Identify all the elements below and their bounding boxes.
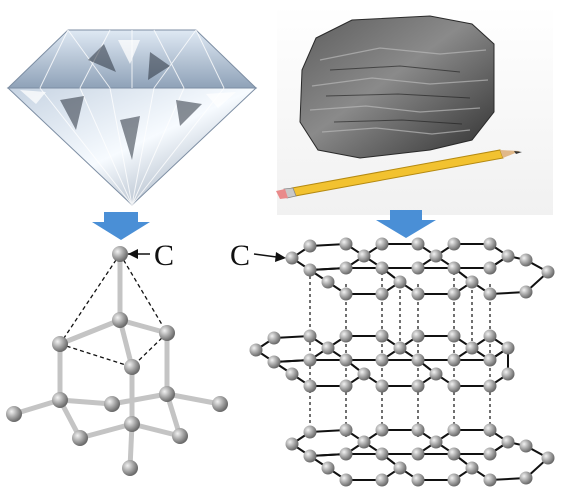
graphite-lattice: C: [230, 237, 555, 487]
graphite-arrow: [376, 210, 436, 238]
graphene-layer-bottom: [285, 423, 555, 487]
carbon-atom: [6, 406, 22, 422]
carbon-atom: [172, 428, 188, 444]
diamond-photo: [0, 0, 262, 215]
carbon-atom: [72, 430, 88, 446]
graphite-rock: [299, 15, 495, 159]
carbon-atom: [112, 312, 128, 328]
pencil: [276, 149, 522, 199]
diamond-atoms: [6, 246, 228, 476]
diamond-lattice: C: [6, 239, 228, 476]
carbon-atom: [52, 336, 68, 352]
diamond-arrow: [92, 212, 150, 240]
carbon-atom: [112, 246, 128, 262]
graphite-carbon-label: C: [230, 239, 250, 272]
graphene-layer-middle: [249, 329, 515, 393]
carbon-atom: [52, 392, 68, 408]
carbon-atom: [212, 396, 228, 412]
carbon-atom: [104, 396, 120, 412]
carbon-atom: [122, 460, 138, 476]
graphene-layer-top: [285, 237, 555, 301]
carbon-atom: [159, 386, 175, 402]
carbon-atom: [159, 325, 175, 341]
graphite-pencil-photo: [276, 5, 553, 215]
carbon-atom: [124, 359, 140, 375]
diamond-carbon-label: C: [154, 239, 174, 272]
carbon-atom: [124, 416, 140, 432]
